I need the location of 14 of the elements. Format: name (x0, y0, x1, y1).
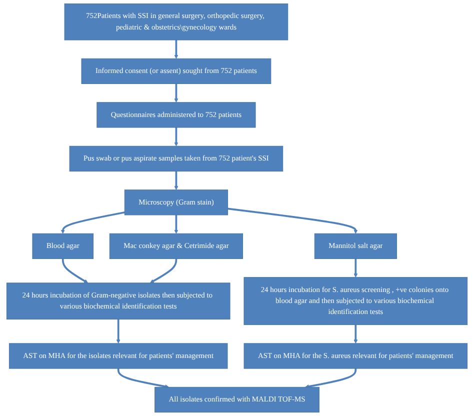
arrow (174, 84, 178, 103)
arrow (117, 368, 170, 388)
arrow (354, 258, 358, 278)
arrow (116, 319, 120, 344)
arrow (60, 211, 125, 234)
arrow (174, 214, 178, 234)
arrow (62, 258, 88, 284)
arrow (304, 368, 357, 388)
arrow (150, 258, 178, 284)
arrow (228, 208, 358, 234)
arrow (174, 171, 178, 190)
arrow (174, 40, 178, 59)
arrow (354, 324, 358, 344)
arrow (174, 128, 178, 146)
